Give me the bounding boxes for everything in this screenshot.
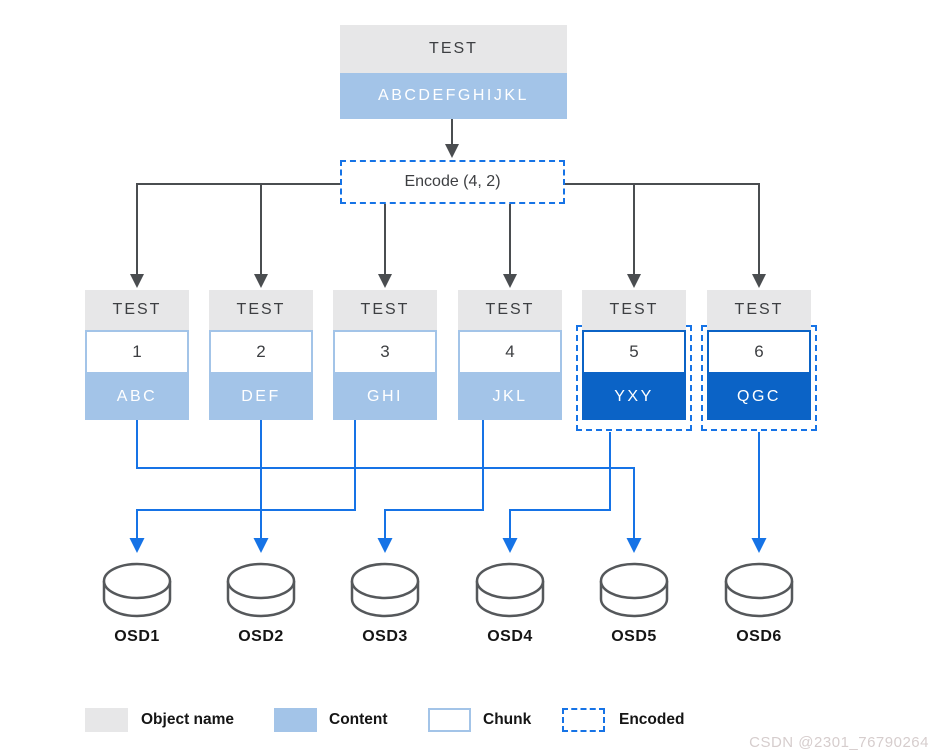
chunk4-content: JKL <box>458 374 562 420</box>
chunk3-number: 3 <box>333 330 437 374</box>
osd1-cylinder-icon <box>102 562 172 618</box>
chunk2-content: DEF <box>209 374 313 420</box>
osd5-label: OSD5 <box>611 628 657 645</box>
chunk-arrowheads <box>130 274 766 288</box>
osd1-label: OSD1 <box>114 628 160 645</box>
chunk1-object-name: TEST <box>85 290 189 330</box>
legend-label-chunk: Chunk <box>483 711 532 728</box>
legend-label-object-name: Object name <box>141 711 235 728</box>
line-chunk5-to-osd4 <box>509 432 611 538</box>
chunk5-object-name: TEST <box>582 290 686 330</box>
osd4-label: OSD4 <box>487 628 533 645</box>
osd2-cylinder-icon <box>226 562 296 618</box>
legend-label-encoded: Encoded <box>619 711 685 728</box>
chunk6-number: 6 <box>707 330 811 374</box>
chunk4-object-name: TEST <box>458 290 562 330</box>
chunk1-number: 1 <box>85 330 189 374</box>
osd3-cylinder-icon <box>350 562 420 618</box>
chunk3-content: GHI <box>333 374 437 420</box>
legend-label-content: Content <box>329 711 388 728</box>
osd6-label: OSD6 <box>736 628 782 645</box>
source-object-name: TEST <box>340 25 567 73</box>
chunk2-number: 2 <box>209 330 313 374</box>
legend-swatch-content <box>274 708 317 732</box>
chunk6-object-name: TEST <box>707 290 811 330</box>
chunk6-content: QGC <box>707 374 811 420</box>
chunk-to-osd-lines <box>136 420 760 538</box>
chunk1-content: ABC <box>85 374 189 420</box>
legend-swatch-object-name <box>85 708 128 732</box>
osd4-cylinder-icon <box>475 562 545 618</box>
chunk3-object-name: TEST <box>333 290 437 330</box>
osd2-label: OSD2 <box>238 628 284 645</box>
osd3-label: OSD3 <box>362 628 408 645</box>
osd6-cylinder-icon <box>724 562 794 618</box>
osd5-cylinder-icon <box>599 562 669 618</box>
chunk5-number: 5 <box>582 330 686 374</box>
line-chunk3-to-osd1 <box>136 420 356 538</box>
encode-function-box: Encode (4, 2) <box>340 160 565 204</box>
arrowhead-icon <box>445 144 459 158</box>
source-object-content: ABCDEFGHIJKL <box>340 73 567 119</box>
chunk2-object-name: TEST <box>209 290 313 330</box>
legend-swatch-chunk <box>428 708 471 732</box>
line-chunk1-to-osd5 <box>136 420 635 538</box>
chunk5-content: YXY <box>582 374 686 420</box>
legend-swatch-encoded <box>562 708 605 732</box>
watermark-text: CSDN @2301_76790264 <box>749 734 929 751</box>
osd-arrowheads <box>129 538 767 553</box>
osd-cylinders <box>102 562 794 618</box>
line-chunk4-to-osd3 <box>384 420 484 538</box>
chunk4-number: 4 <box>458 330 562 374</box>
